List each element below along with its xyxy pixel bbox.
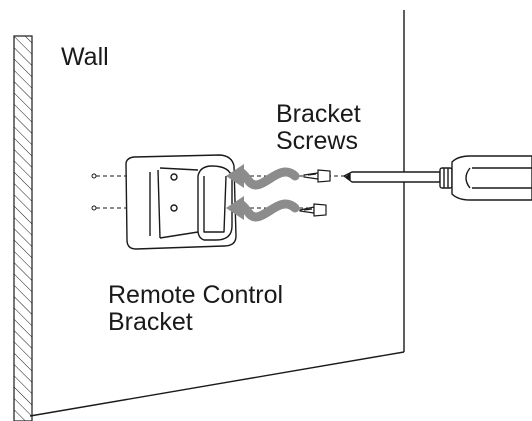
curved-arrow-icon [226,164,300,222]
bracket-screws-label-line2: Screws [276,127,358,155]
remote-control-bracket-icon [125,154,237,250]
remote-control-bracket-label: Remote Control Bracket [108,282,283,336]
remote-control-bracket-label-line2: Bracket [108,308,193,336]
bracket-screws-label-line1: Bracket [276,100,361,128]
bracket-screws-label: Bracket Screws [276,101,361,155]
wall-label: Wall [61,43,109,71]
wall-hole-markers [91,173,97,211]
remote-control-bracket-label-line1: Remote Control [108,281,284,309]
screwdriver-icon [343,155,532,201]
wall-hatching-icon [13,35,33,421]
bracket-screw-icon [299,169,331,217]
